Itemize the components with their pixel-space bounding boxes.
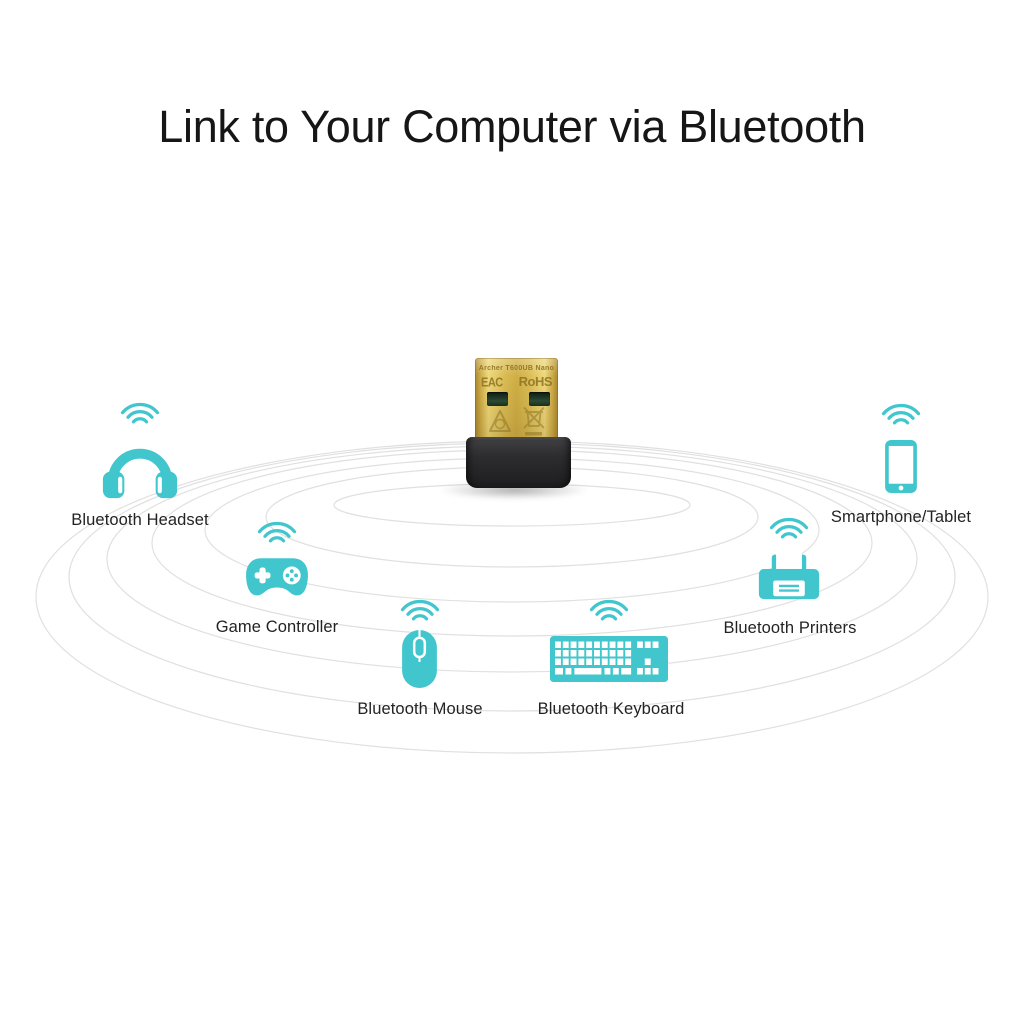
device-label: Smartphone/Tablet bbox=[830, 508, 972, 526]
keyboard-icon bbox=[550, 636, 668, 682]
wireless-signal-icon bbox=[256, 515, 298, 545]
device-label: Bluetooth Keyboard bbox=[537, 700, 685, 718]
usb-contact-slot bbox=[487, 392, 508, 406]
adapter-body bbox=[466, 437, 571, 488]
device-label: Game Controller bbox=[215, 618, 339, 636]
certification-marks-icon bbox=[489, 406, 545, 436]
device-label: Bluetooth Headset bbox=[71, 511, 209, 529]
wireless-signal-icon bbox=[768, 511, 810, 541]
usb-connector: Archer T600UB Nano EAC RoHS bbox=[475, 358, 558, 440]
printer-icon bbox=[758, 547, 820, 600]
headset-icon bbox=[102, 448, 178, 499]
wireless-signal-icon bbox=[880, 397, 922, 427]
smartphone-icon bbox=[885, 440, 917, 493]
wireless-signal-icon bbox=[588, 593, 630, 623]
mouse-icon bbox=[402, 630, 437, 688]
certification-text-row: EAC RoHS bbox=[475, 374, 558, 390]
device-label: Bluetooth Printers bbox=[723, 619, 857, 637]
page-title: Link to Your Computer via Bluetooth bbox=[158, 101, 866, 152]
gamepad-icon bbox=[246, 558, 308, 596]
device-label: Bluetooth Mouse bbox=[357, 700, 483, 718]
eac-marking: EAC bbox=[481, 376, 503, 390]
adapter-model-text: Archer T600UB Nano bbox=[478, 365, 555, 372]
wireless-signal-icon bbox=[119, 396, 161, 426]
wireless-signal-icon bbox=[399, 593, 441, 623]
usb-contact-slot bbox=[529, 392, 550, 406]
rohs-marking: RoHS bbox=[518, 374, 553, 389]
